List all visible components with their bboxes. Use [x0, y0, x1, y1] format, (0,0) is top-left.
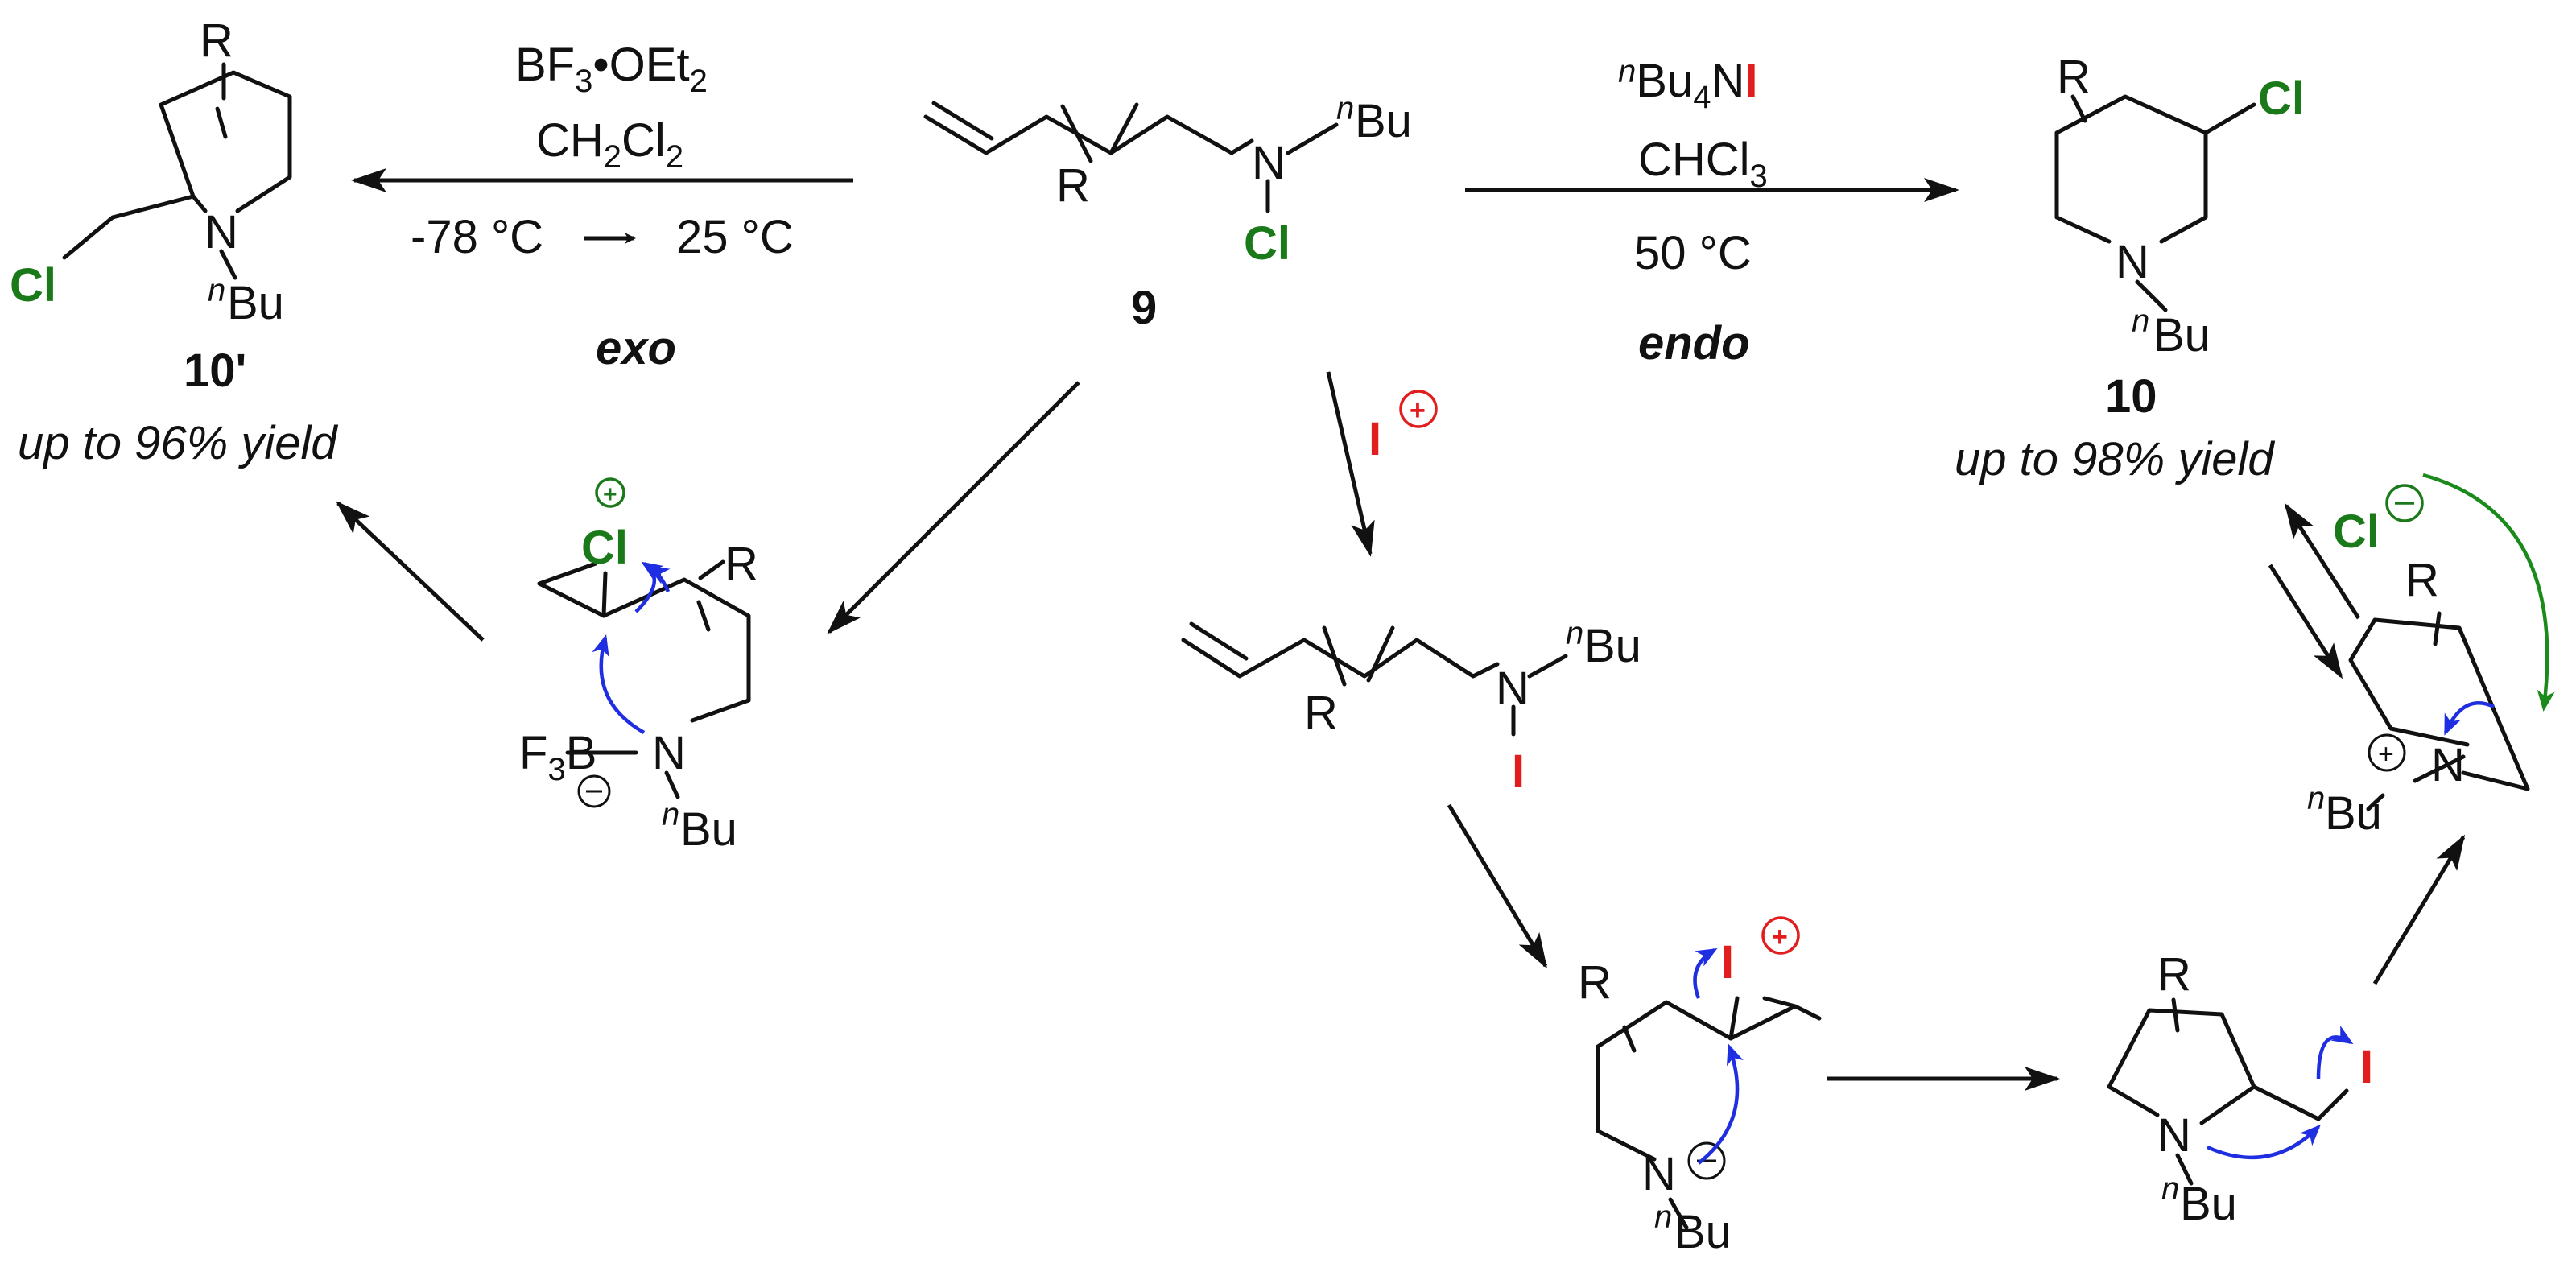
- temp-50: 50 °C: [1634, 227, 1752, 279]
- iodine-int2: I: [1512, 745, 1525, 798]
- arrow-to-10p: [336, 501, 485, 642]
- plus-glyph: +: [603, 481, 617, 508]
- nitrogen-10: N: [2116, 236, 2149, 288]
- arrow-to-bf3-intermediate: [827, 381, 1080, 634]
- plus-charge-icon-iodonium: [1399, 390, 1438, 428]
- butyl-int2: Bu: [1584, 620, 1641, 672]
- plus-charge-icon-int5: [2368, 733, 2406, 772]
- tbai-reagent: nBu4NI: [1618, 54, 1757, 115]
- plus-charge-icon: [595, 477, 625, 508]
- n-prefix-int3: n: [1654, 1199, 1672, 1235]
- compound-10-label: 10: [2105, 370, 2157, 423]
- minus-charge-icon-int3: [1687, 1141, 1726, 1180]
- n-prefix-int2: n: [1566, 616, 1583, 651]
- arrow-to-iodonium-intermediate: [1447, 803, 1548, 969]
- r-substituent-int3: R: [1578, 956, 1612, 1009]
- r-substituent: R: [1056, 159, 1090, 212]
- bf3-chloronium-intermediate: + Cl R F3B N n Bu: [519, 477, 758, 856]
- chlorine-10: Cl: [2258, 72, 2305, 125]
- chlorine-atom: Cl: [1244, 217, 1290, 270]
- chloride-ion: Cl: [2333, 473, 2555, 712]
- iodonium-i: I: [1368, 413, 1381, 465]
- r-substituent-int2: R: [1304, 687, 1338, 739]
- bf3-reagent: BF3•OEt2: [515, 39, 708, 99]
- solvent-dcm: CH2Cl2: [536, 114, 683, 175]
- n-prefix-int5: n: [2307, 781, 2325, 816]
- yield-10p: up to 96% yield: [18, 417, 338, 469]
- chloronium-cl: Cl: [581, 522, 628, 574]
- butyl-10: Bu: [2153, 309, 2211, 361]
- butyl-int5: Bu: [2325, 787, 2382, 840]
- n-prefix: n: [1336, 91, 1354, 126]
- butyl-10p: Bu: [227, 277, 284, 329]
- r-substituent-10p: R: [200, 14, 233, 67]
- minus-charge-icon-chloride: [2385, 484, 2424, 522]
- nucleophile-arrow-icon: [2422, 473, 2555, 712]
- n-prefix-10: n: [2132, 303, 2149, 339]
- iodomethyl-pyrrolidine: R I N n Bu: [2107, 948, 2373, 1230]
- butyl-int3: Bu: [1674, 1206, 1732, 1258]
- nitrogen-int4: N: [2157, 1109, 2191, 1162]
- iodonium-intermediate: R I + N n Bu: [1578, 916, 1822, 1258]
- nitrogen-atom: N: [1252, 137, 1286, 189]
- plus-glyph-int5: +: [2378, 739, 2394, 770]
- plus-glyph-int3: +: [1772, 922, 1788, 952]
- nitrogen-int2: N: [1496, 663, 1530, 715]
- nitrogen-int3: N: [1642, 1148, 1676, 1200]
- n-prefix-int1: n: [662, 797, 679, 832]
- exo-conditions: BF3•OEt2 CH2Cl2 -78 °C 25 °C exo: [351, 39, 853, 374]
- compound-9-structure: N R n Bu Cl 9: [923, 91, 1412, 334]
- temp-start: -78 °C: [411, 211, 543, 263]
- butyl-int4: Bu: [2180, 1178, 2237, 1230]
- plus-glyph-iodonium: +: [1410, 395, 1426, 426]
- compound-10p-label: 10': [184, 345, 246, 397]
- iodine-int4: I: [2360, 1041, 2373, 1093]
- r-substituent-int1: R: [724, 538, 758, 590]
- nitrogen-int1: N: [652, 727, 686, 779]
- arrow-to-iodo-amine: [1326, 371, 1375, 557]
- yield-10: up to 98% yield: [1955, 433, 2275, 485]
- nitrogen-int5: N: [2431, 739, 2465, 791]
- temp-end: 25 °C: [676, 211, 794, 263]
- aziridinium-intermediate: R N + n Bu: [2307, 554, 2530, 840]
- product-10: R N Cl n Bu 10 up to 98% yield: [1955, 51, 2305, 485]
- minus-charge-icon: [577, 774, 611, 808]
- nitrogen-10p: N: [204, 206, 238, 258]
- r-substituent-int4: R: [2157, 948, 2191, 1001]
- iodonium-i-int3: I: [1721, 936, 1734, 989]
- chlorine-10p: Cl: [10, 259, 56, 312]
- equilibrium-arrows: [2268, 502, 2361, 679]
- butyl-int1: Bu: [680, 803, 737, 856]
- plus-charge-icon-int3: [1761, 916, 1800, 955]
- butyl-group: Bu: [1355, 95, 1412, 147]
- n-prefix-int4: n: [2161, 1171, 2179, 1207]
- r-substituent-10: R: [2057, 51, 2091, 103]
- compound-9-label: 9: [1131, 282, 1157, 334]
- n-prefix-10p: n: [208, 273, 225, 308]
- endo-label: endo: [1638, 317, 1750, 369]
- exo-label: exo: [596, 322, 676, 374]
- solvent-chcl3: CHCl3: [1638, 134, 1768, 194]
- n-iodo-amine: R N n Bu I: [1181, 616, 1641, 798]
- r-substituent-int5: R: [2405, 554, 2439, 606]
- product-10-prime: R N Cl n Bu 10' up to 96% yield: [10, 14, 338, 469]
- chloride-cl: Cl: [2333, 506, 2380, 558]
- f3b-group: F3B: [519, 727, 597, 787]
- arrow-to-aziridinium: [2372, 834, 2466, 985]
- endo-conditions: nBu4NI CHCl3 50 °C endo: [1465, 54, 1959, 369]
